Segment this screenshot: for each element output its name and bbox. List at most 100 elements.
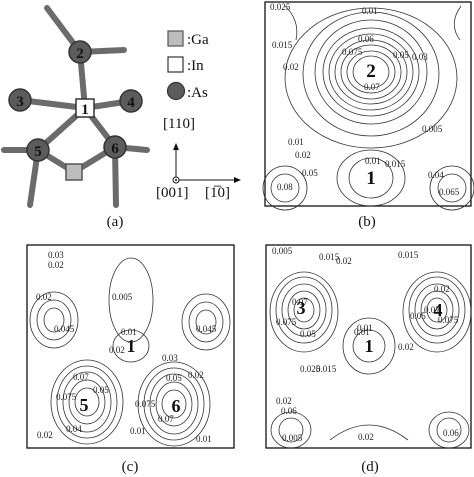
contour-value-label: 0.07 (364, 82, 380, 92)
panel-d-site-label: 4 (434, 300, 443, 320)
contour-value-label: 0.005 (272, 246, 293, 256)
contour-value-label: 0.025 (300, 364, 321, 374)
structure-label: 4 (127, 95, 135, 111)
contour-value-label: 0.05 (302, 168, 318, 178)
contour-value-label: 0.06 (358, 34, 374, 44)
legend-in-swatch (167, 56, 184, 73)
contour-value-label: 0.075 (342, 47, 363, 57)
axis-origin-label: [001] (156, 185, 189, 201)
panel-d-contours (269, 271, 472, 449)
caption-c: (c) (122, 459, 139, 475)
contour-value-label: 0.025 (270, 2, 291, 12)
as-atom (103, 135, 127, 159)
contour-value-label: 0.01 (130, 426, 146, 436)
legend-ga-swatch (167, 30, 184, 47)
crystal-axes: [110] [001] [1̅0] (156, 116, 241, 201)
legend-as-label: :As (187, 85, 208, 101)
contour-value-label: 0.08 (277, 182, 293, 192)
contour-value-label: 0.03 (162, 353, 178, 363)
contour-value-label: 0.015 (272, 40, 293, 50)
contour-value-label: 0.05 (410, 311, 426, 321)
legend-ga-label: :Ga (187, 32, 209, 48)
contour-value-label: 0.02 (358, 432, 374, 442)
panel-b-contours (262, 5, 474, 211)
caption-a: (a) (107, 214, 124, 230)
legend: :Ga :In :As (166, 30, 209, 101)
contour-value-label: 0.01 (196, 434, 212, 444)
contour-value-label: 0.015 (398, 250, 419, 260)
contour-value-label: 0.02 (188, 370, 204, 380)
contour-value-label: 0.075 (438, 315, 459, 325)
contour-value-label: 0.02 (36, 292, 52, 302)
contour-value-label: 0.01 (288, 137, 304, 147)
panel-d-site-label: 3 (297, 298, 306, 318)
contour-value-label: 0.02 (37, 430, 53, 440)
contour-value-label: 0.045 (196, 324, 217, 334)
contour-value-label: 0.05 (393, 50, 409, 60)
as-atom (68, 40, 92, 64)
contour-value-label: 0.07 (73, 372, 89, 382)
panel-c-contours (29, 257, 231, 447)
contour-value-label: 0.02 (295, 150, 311, 160)
structure-label: 5 (34, 144, 42, 160)
contour-value-label: 0.01 (357, 323, 373, 333)
contour-value-label: 0.015 (385, 159, 406, 169)
contour-value-label: 0.06 (443, 428, 459, 438)
caption-d: (d) (361, 459, 379, 475)
contour-value-label: 0.07 (292, 297, 308, 307)
contour-value-label: 0.05 (166, 373, 182, 383)
caption-b: (b) (358, 214, 376, 230)
contour-value-label: 0.015 (319, 252, 340, 262)
contour-value-label: 0.02 (283, 62, 299, 72)
legend-as-swatch (166, 81, 186, 101)
contour-value-label: 0.07 (424, 305, 440, 315)
contour-value-label: 0.005 (282, 433, 303, 443)
contour-value-label: 0.03 (412, 52, 428, 62)
contour-value-label: 0.075 (56, 392, 77, 402)
contour-value-label: 0.02 (336, 256, 352, 266)
axis-horizontal-label: [1̅0] (205, 185, 230, 201)
contour-value-label: 0.02 (48, 260, 64, 270)
panel-c-site-label: 1 (127, 336, 136, 356)
panel-c-site-label: 5 (80, 395, 89, 415)
contour-value-label: 0.01 (365, 156, 381, 166)
contour-value-label: 0.01 (354, 327, 370, 337)
contour-value-label: 0.02 (276, 396, 292, 406)
contour-value-label: 0.01 (121, 327, 137, 337)
structure-label: 2 (76, 46, 84, 62)
panel-d-site-label: 1 (365, 336, 374, 356)
contour-value-label: 0.06 (281, 406, 297, 416)
legend-in-label: :In (187, 58, 204, 74)
axis-vertical-label: [110] (163, 116, 195, 132)
contour-value-label: 0.005 (422, 124, 443, 134)
contour-value-label: 0.04 (428, 170, 444, 180)
as-atom (8, 88, 32, 112)
contour-value-label: 0.065 (439, 187, 460, 197)
contour-value-label: 0.07 (158, 414, 174, 424)
contour-value-label: 0.015 (316, 364, 337, 374)
contour-value-label: 0.04 (66, 424, 82, 434)
structure-label: 6 (111, 141, 119, 157)
panel-a-structure: 2 3 1 4 5 6 (1, 5, 150, 208)
contour-value-label: 0.075 (135, 399, 156, 409)
contour-value-label: 0.03 (48, 250, 64, 260)
contour-value-label: 0.05 (300, 329, 316, 339)
panel-c-site-label: 6 (172, 396, 181, 416)
as-atom (119, 89, 143, 113)
panel-b-site-label: 2 (366, 61, 376, 82)
contour-value-label: 0.05 (93, 385, 109, 395)
panel-b-site-label: 1 (366, 168, 376, 189)
as-atom (26, 138, 50, 162)
contour-value-label: 0.005 (112, 292, 133, 302)
ga-atom (65, 163, 83, 181)
contour-value-label: 0.02 (109, 345, 125, 355)
contour-value-label: 0.02 (434, 284, 450, 294)
contour-value-label: 0.01 (362, 6, 378, 16)
contour-value-label: 0.045 (54, 324, 75, 334)
